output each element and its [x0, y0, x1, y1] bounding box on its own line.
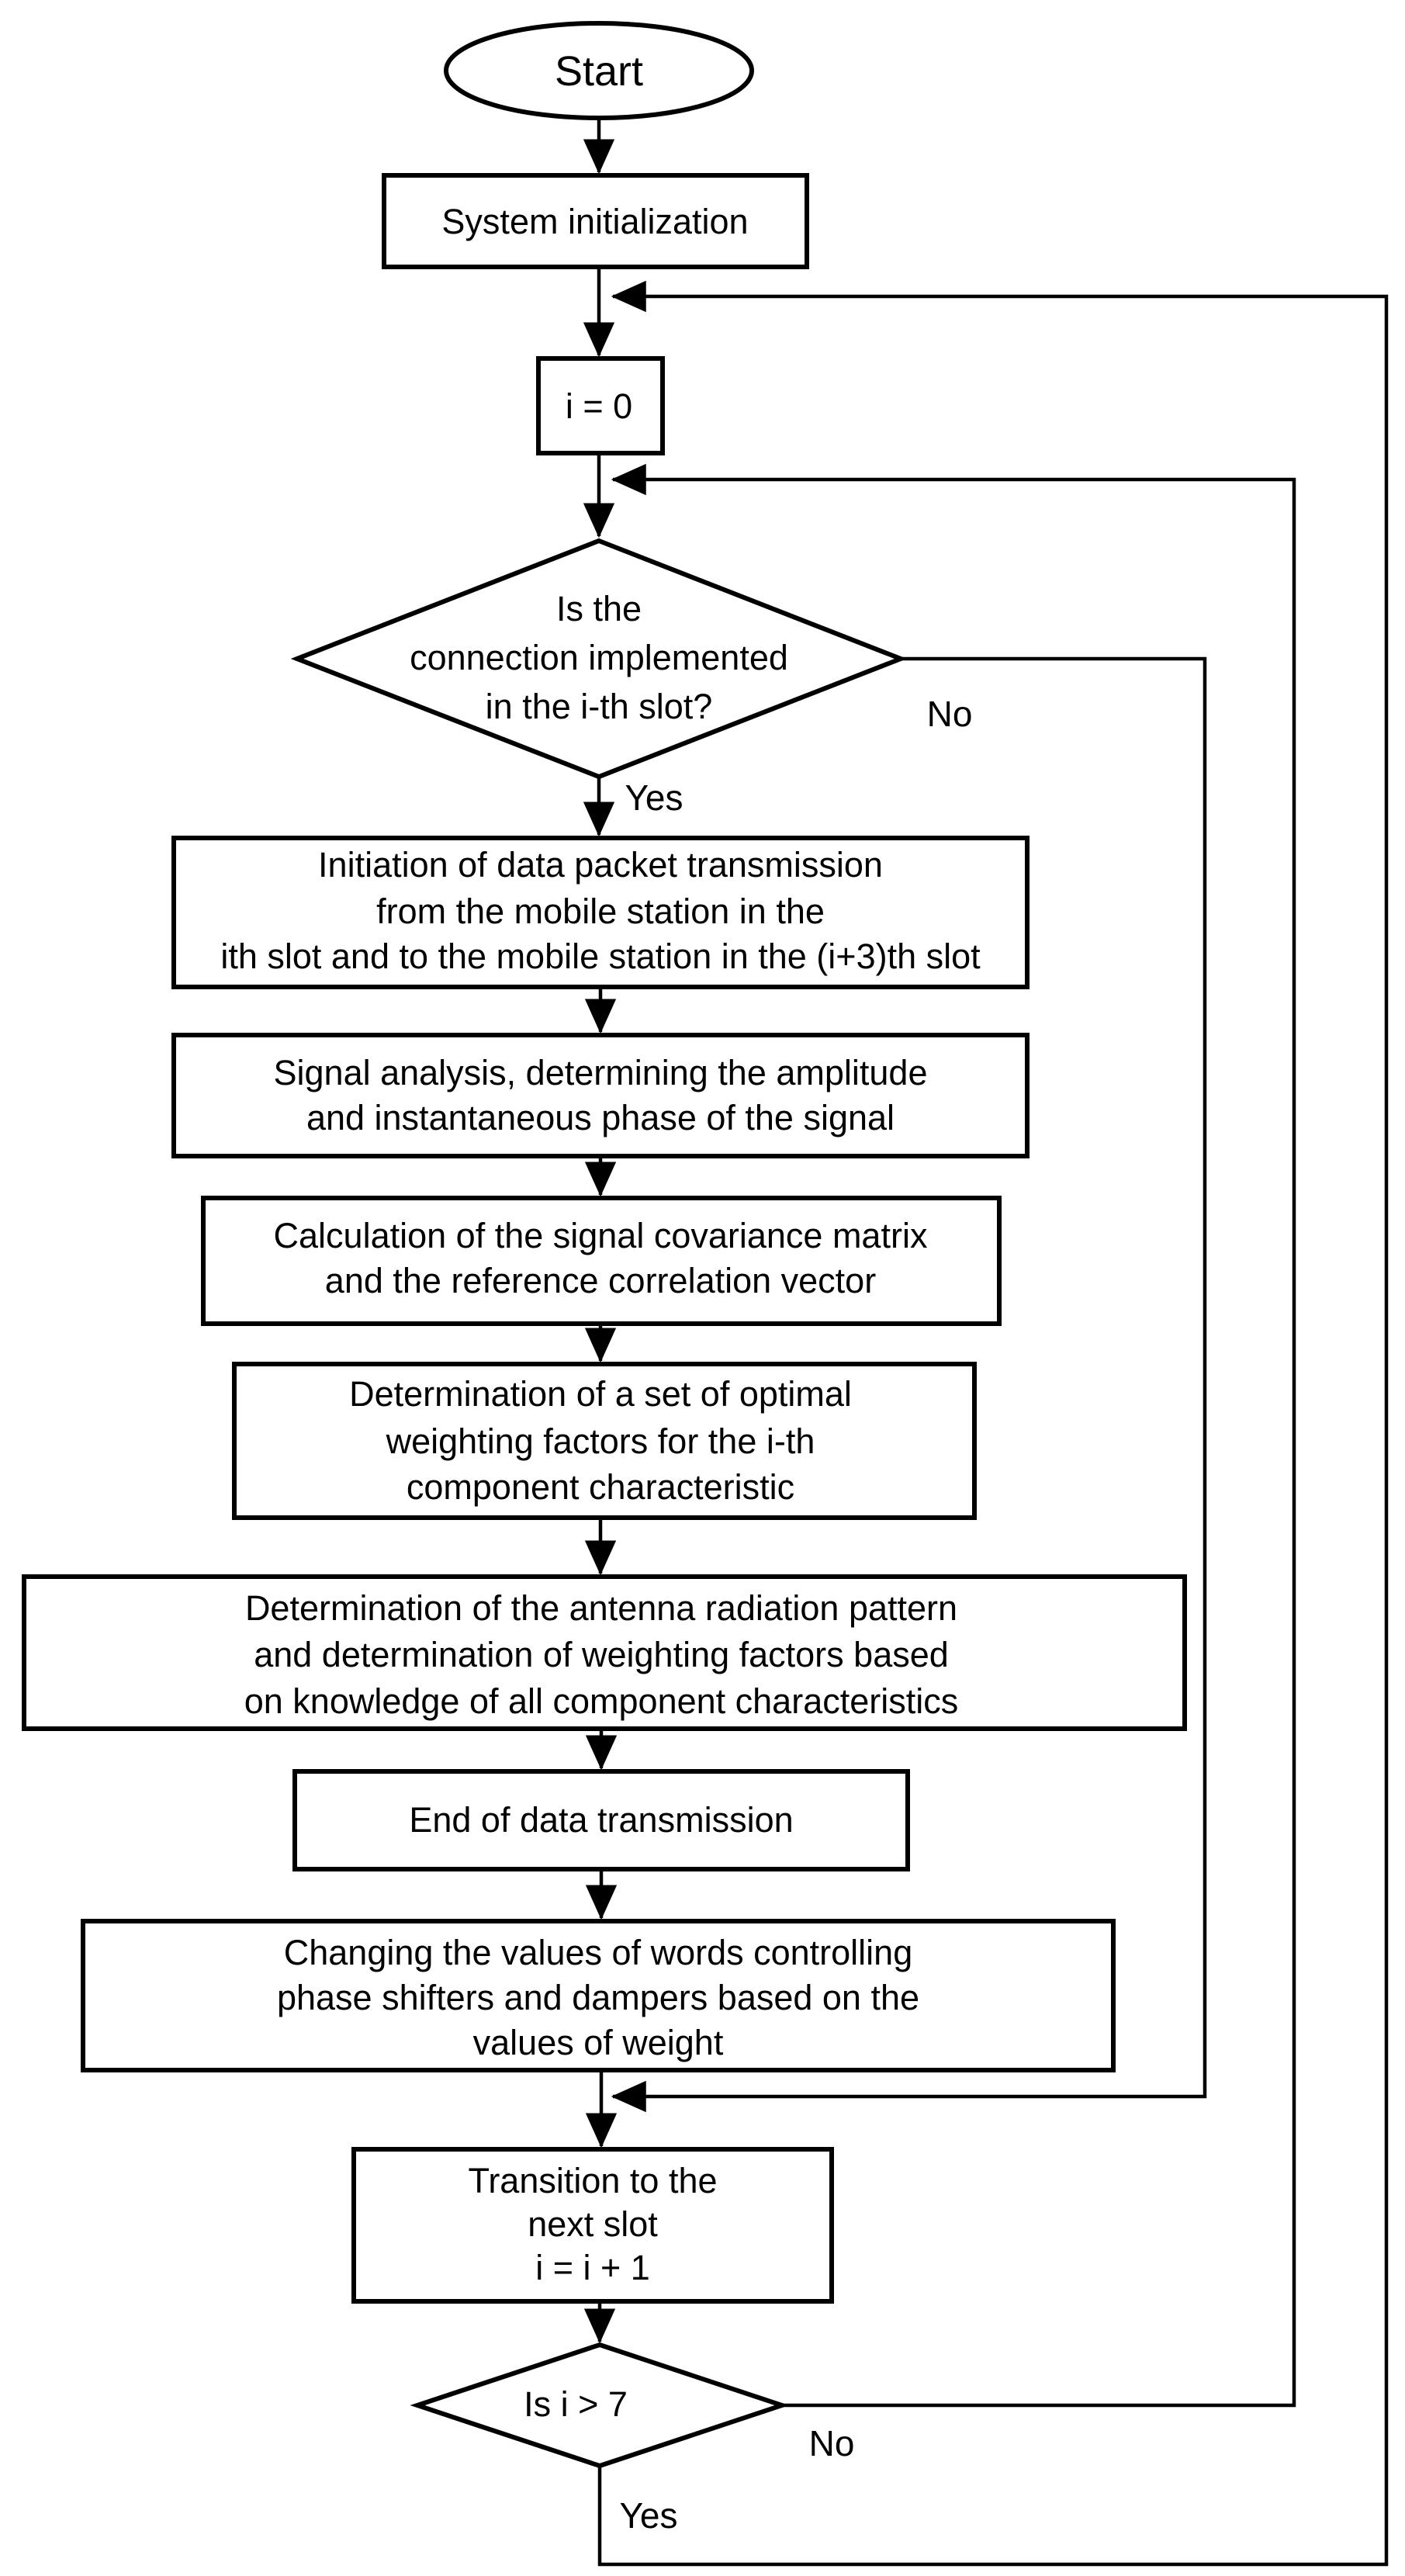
process-optimal-weighting	[232, 1362, 977, 1520]
edge-limit-check-no-loop	[611, 463, 1296, 2408]
start-terminator	[444, 21, 754, 120]
connection-check-line-3: in the i-th slot?	[486, 687, 713, 726]
process-radiation-pattern	[22, 1574, 1187, 1731]
covariance-matrix-line-1: Calculation of the signal covariance mat…	[274, 1216, 928, 1255]
signal-analysis-line-1: Signal analysis, determining the amplitu…	[274, 1053, 928, 1092]
edge-connection-check-no-loop	[611, 656, 1207, 2113]
next-slot-line-1: Transition to the	[469, 2161, 718, 2200]
process-reset-counter	[536, 356, 665, 455]
signal-analysis-line-2: and instantaneous phase of the signal	[306, 1098, 895, 1137]
next-slot-line-2: next slot	[528, 2204, 658, 2244]
connection-check-line-1: Is the	[556, 589, 642, 628]
process-packet-initiation	[171, 836, 1030, 989]
process-signal-analysis	[171, 1033, 1030, 1158]
edge-limit-check-yes-loop	[597, 280, 1389, 2567]
process-control-words	[81, 1919, 1116, 2072]
start-label: Start	[555, 48, 643, 95]
next-slot-line-3: i = i + 1	[535, 2248, 650, 2287]
optimal-weighting-line-3: component characteristic	[407, 1467, 794, 1507]
system-initialization-label: System initialization	[441, 202, 748, 241]
control-words-line-2: phase shifters and dampers based on the	[277, 1978, 919, 2017]
radiation-pattern-line-3: on knowledge of all component characteri…	[244, 1681, 959, 1721]
optimal-weighting-line-2: weighting factors for the i-th	[386, 1421, 815, 1461]
connection-check-line-2: connection implemented	[410, 638, 788, 677]
radiation-pattern-line-2: and determination of weighting factors b…	[254, 1635, 949, 1674]
radiation-pattern-line-1: Determination of the antenna radiation p…	[245, 1588, 957, 1628]
process-end-transmission	[292, 1769, 910, 1871]
end-transmission-label: End of data transmission	[409, 1800, 793, 1840]
packet-initiation-line-1: Initiation of data packet transmission	[318, 845, 883, 885]
control-words-line-3: values of weight	[473, 2023, 724, 2062]
covariance-matrix-line-2: and the reference correlation vector	[325, 1261, 876, 1300]
packet-initiation-line-2: from the mobile station in the	[376, 892, 825, 931]
process-system-initialization	[382, 173, 809, 269]
process-next-slot	[351, 2147, 834, 2304]
slot-limit-check-no-label: No	[809, 2423, 855, 2463]
decision-connection-check	[290, 538, 908, 780]
slot-limit-check-yes-label: Yes	[619, 2495, 677, 2536]
process-covariance-matrix	[201, 1196, 1002, 1326]
decision-slot-limit-check	[410, 2342, 790, 2469]
control-words-line-1: Changing the values of words controlling	[284, 1933, 912, 1972]
optimal-weighting-line-1: Determination of a set of optimal	[349, 1374, 852, 1414]
connection-check-yes-label: Yes	[625, 777, 683, 818]
slot-limit-check-label: Is i > 7	[524, 2384, 628, 2424]
packet-initiation-line-3: ith slot and to the mobile station in th…	[220, 937, 981, 976]
connection-check-no-label: No	[927, 694, 973, 734]
reset-counter-label: i = 0	[566, 386, 632, 426]
